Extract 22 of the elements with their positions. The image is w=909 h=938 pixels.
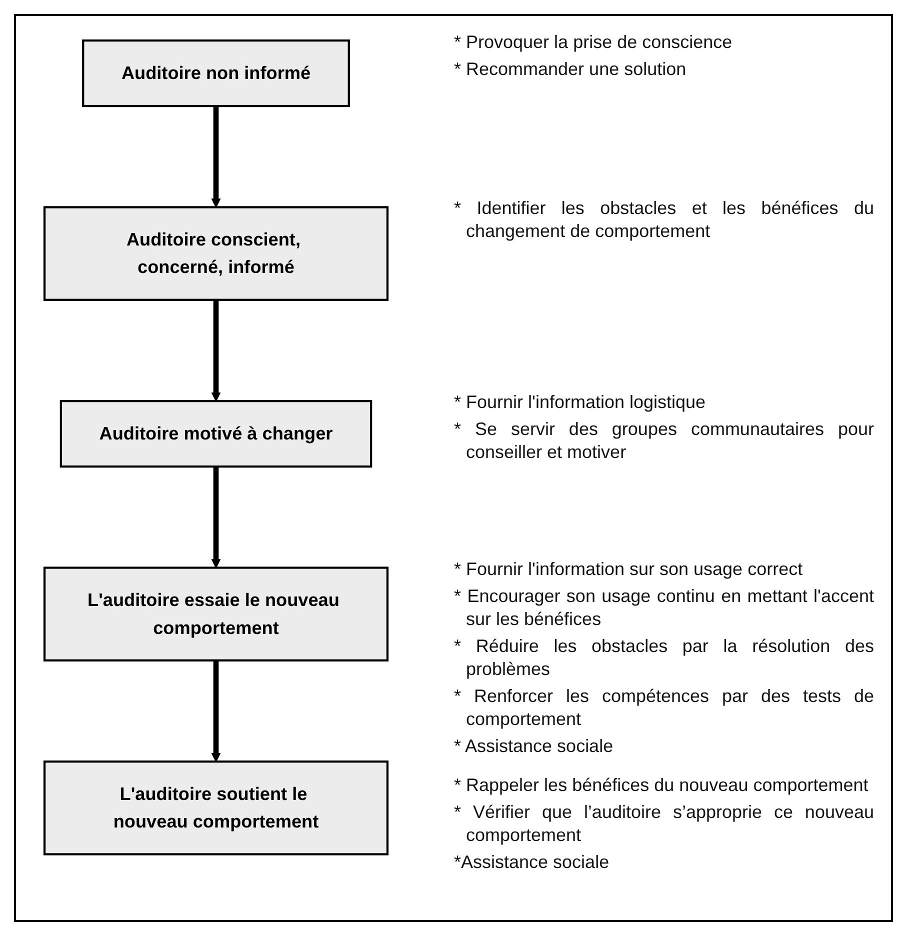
bullet-text: * Vérifier que l’auditoire s’approprie ce nouveau comportement	[454, 800, 874, 847]
bullet-text: * Fournir l'information logistique	[454, 391, 707, 414]
arrow	[211, 466, 221, 568]
stage-box: L'auditoire soutient le nouveau comportement	[43, 760, 389, 856]
bullet-text: * Recommander une solution	[454, 58, 688, 81]
bullet-text: * Rappeler les bénéfices du nouveau comportement	[454, 774, 870, 797]
bullet-text: * Identifier les obstacles et les bénéfices du changement de comportement	[454, 197, 874, 244]
bullet-text: * Encourager son usage continu en mettant l'accent sur les bénéfices	[454, 584, 874, 631]
bullet-text: * Provoquer la prise de conscience	[454, 30, 734, 54]
arrow	[211, 300, 221, 402]
bullet-text: *Assistance sociale	[454, 850, 610, 874]
bullet-text: * Fournir l'information sur son usage correct	[454, 558, 804, 581]
stage-box: Auditoire motivé à changer	[60, 400, 372, 468]
stage-box: L'auditoire essaie le nouveau comportement	[43, 566, 389, 662]
stage-box: Auditoire non informé	[82, 39, 350, 108]
bullet-text: * Réduire les obstacles par la résolution des problèmes	[454, 634, 874, 681]
bullet-text: * Se servir des groupes communautaires pour conseiller et motiver	[454, 418, 874, 464]
arrow	[211, 106, 221, 208]
arrow	[211, 660, 221, 762]
bullet-text: * Assistance sociale	[454, 734, 614, 758]
bullet-text: * Renforcer les compétences par des tests de comportement	[454, 684, 874, 731]
stage-box: Auditoire conscient, concerné, informé	[43, 206, 389, 301]
